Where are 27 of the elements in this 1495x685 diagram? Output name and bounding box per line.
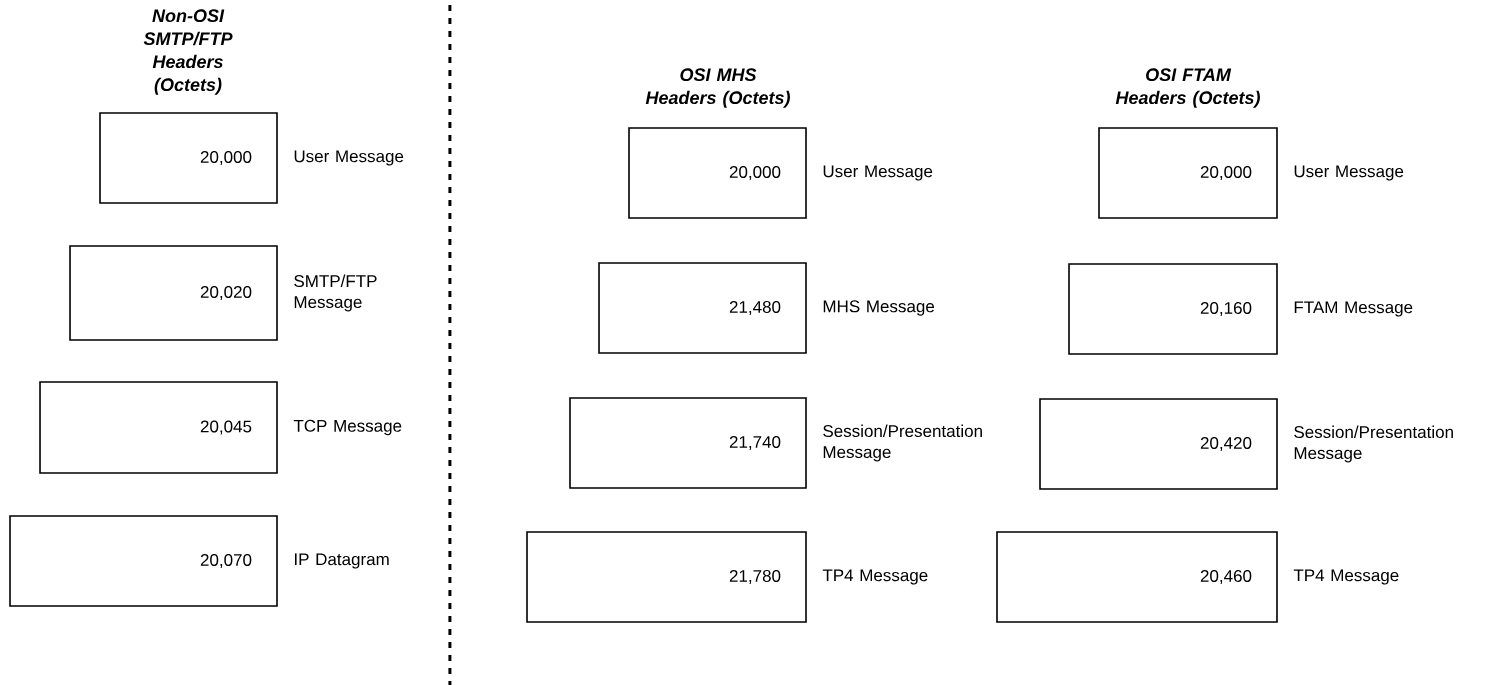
box-caption: MHS Message [823,300,935,316]
message-box: 20,160 [1068,263,1278,355]
box-caption: TCP Message [293,419,402,436]
message-box: 21,780 [526,531,807,623]
column-heading: OSI MHS Headers (Octets) [645,68,790,108]
box-caption: User Message [1294,165,1404,181]
box-caption: TP4 Message [1293,569,1399,585]
box-caption: Session/Presentation Message [1294,425,1453,463]
message-box: 20,000 [1098,127,1278,219]
box-caption: SMTP/FTP Message [294,274,377,312]
message-box: 21,740 [569,397,807,489]
message-box: 20,020 [69,245,278,341]
box-caption: User Message [823,165,933,181]
message-box: 20,000 [99,112,278,204]
message-box: 20,420 [1039,398,1278,490]
message-box: 20,070 [9,515,278,607]
box-caption: User Message [294,150,404,166]
box-caption: IP Datagram [295,553,389,569]
message-box: 20,000 [628,127,807,219]
column-heading: OSI FTAM Headers (Octets) [1115,68,1260,108]
box-caption: Session/Presentation Message [823,424,982,462]
column-heading: Non-OSI SMTP/FTP Headers (Octets) [143,9,233,95]
message-box: 20,045 [39,381,278,474]
message-box: 21,480 [598,262,807,354]
box-caption: TP4 Message [822,569,928,585]
box-caption: FTAM Message [1294,301,1413,317]
message-box: 20,460 [996,531,1278,623]
